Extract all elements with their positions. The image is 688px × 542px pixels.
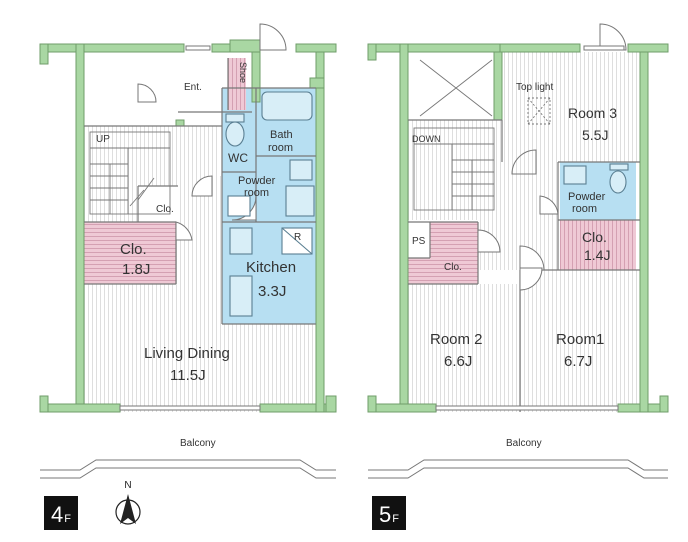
- closet-big-label: Clo.: [120, 241, 147, 258]
- wc-label: WC: [228, 151, 248, 165]
- room-3-label: Room 3: [568, 105, 617, 121]
- north-label: N: [124, 480, 132, 491]
- room-2-label: Room 2: [430, 331, 483, 348]
- powder-label-line2: room: [244, 187, 269, 199]
- room-2-floor: [408, 284, 520, 412]
- floor-5-number: 5: [379, 502, 392, 527]
- floor-4-number: 4: [51, 502, 64, 527]
- closet-big-5f: [560, 220, 636, 270]
- closet-small-5f-label: Clo.: [444, 262, 462, 273]
- floor-5-unit: F: [392, 513, 399, 525]
- ps-shaft: [408, 222, 430, 258]
- entrance-floor: [178, 58, 228, 112]
- balcony-4f-label: Balcony: [180, 438, 216, 449]
- floor-5-plan: [367, 23, 669, 479]
- ps-label: PS: [412, 236, 426, 247]
- closet-big-5f-size: 1.4J: [584, 247, 610, 263]
- hall-floor-5f: [408, 120, 558, 220]
- closet-big-4f: [84, 222, 176, 284]
- room-3-size: 5.5J: [582, 127, 608, 143]
- powder-5f-label-line1: Powder: [568, 191, 606, 203]
- fridge-label: R: [294, 232, 301, 243]
- closet-big-5f-label: Clo.: [582, 229, 607, 245]
- north-arrow-icon: [115, 494, 141, 525]
- balcony-5f-label: Balcony: [506, 438, 542, 449]
- kitchen-size: 3.3J: [258, 283, 286, 300]
- bath-label-line1: Bath: [270, 129, 293, 141]
- shoe-label: Shoe: [238, 62, 248, 83]
- closet-small-4f: [138, 186, 178, 222]
- entrance-label: Ent.: [184, 82, 202, 93]
- shoe-closet: [228, 58, 246, 110]
- north-compass: N: [112, 480, 144, 528]
- bath-label-line2: room: [268, 142, 293, 154]
- powder-5f-label-line2: room: [572, 203, 597, 215]
- living-dining-label: Living Dining: [144, 345, 230, 362]
- room-2-size: 6.6J: [444, 353, 472, 370]
- closet-big-size: 1.8J: [122, 261, 150, 278]
- top-light-label: Top light: [516, 82, 553, 93]
- floor-4-unit: F: [64, 513, 71, 525]
- up-stair-label: UP: [96, 134, 110, 145]
- floor-5-labels: Top light Room 3 5.5J DOWN Powder room P…: [412, 82, 617, 449]
- down-stair-label: DOWN: [412, 134, 441, 144]
- room-1-label: Room1: [556, 331, 604, 348]
- living-dining-size: 11.5J: [170, 367, 206, 384]
- floor-4-labels: Ent. Shoe UP WC Bath room Powder room Cl…: [96, 62, 301, 449]
- kitchen-label: Kitchen: [246, 259, 296, 276]
- room-1-floor: [520, 270, 640, 412]
- powder-label-line1: Powder: [238, 175, 276, 187]
- closet-small-label: Clo.: [156, 204, 174, 215]
- floor-4-plan: [39, 23, 337, 479]
- room-1-size: 6.7J: [564, 353, 592, 370]
